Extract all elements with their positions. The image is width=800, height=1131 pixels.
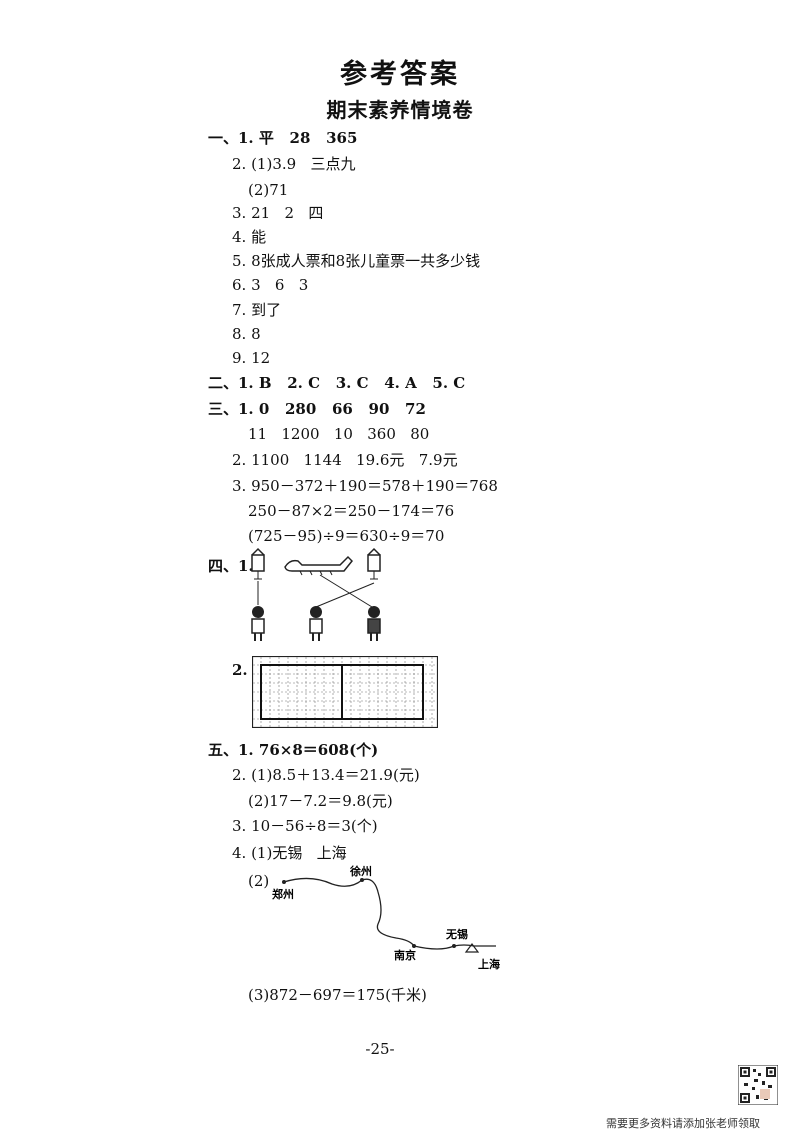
answer-line: 250－87×2＝250－174＝76 — [248, 502, 455, 520]
answer-line: 5. 8张成人票和8张儿童票一共多少钱 — [232, 252, 481, 270]
city-label-zhengzhou: 郑州 — [272, 887, 294, 901]
answer-line: 8. 8 — [232, 325, 261, 343]
answer-line: 三、1. 0 280 66 90 72 — [208, 400, 426, 418]
answer-line: 二、1. B 2. C 3. C 4. A 5. C — [208, 374, 466, 392]
answer-line: (2)17－7.2＝9.8(元) — [248, 792, 393, 810]
answer-line: 7. 到了 — [232, 301, 282, 319]
page-title: 参考答案 — [340, 59, 460, 90]
child-icon-2 — [309, 606, 323, 641]
route-map: 郑州 徐州 南京 无锡 上海 — [272, 864, 500, 971]
answer-line: 4. 能 — [232, 228, 267, 246]
xuzhou-marker — [360, 878, 364, 882]
lantern-icon-right — [367, 547, 381, 580]
answer-line: (2) — [248, 872, 270, 890]
answer-line: 3. 21 2 四 — [232, 204, 324, 222]
answer-line: 2. (1)3.9 三点九 — [232, 155, 356, 173]
answer-line: 2. — [232, 661, 248, 679]
answer-line: 11 1200 10 360 80 — [248, 425, 430, 443]
wuxi-marker — [452, 944, 456, 948]
child-icon-3 — [367, 606, 381, 641]
page-number: -25- — [365, 1040, 395, 1058]
lantern-icon-left — [251, 547, 265, 580]
grid-drawing — [252, 656, 438, 728]
answer-line: 9. 12 — [232, 349, 271, 367]
dragon-boat-icon — [284, 555, 354, 576]
qr-code-icon — [738, 1065, 778, 1105]
answer-line: 3. 10－56÷8＝3(个) — [232, 817, 378, 835]
answer-line: (3)872－697＝175(千米) — [248, 986, 427, 1004]
answer-line: 6. 3 6 3 — [232, 276, 309, 294]
answer-line: 五、1. 76×8＝608(个) — [208, 741, 379, 759]
page-subtitle: 期末素养情境卷 — [326, 98, 474, 122]
answer-line: 4. (1)无锡 上海 — [232, 844, 347, 862]
city-label-nanjing: 南京 — [394, 948, 416, 962]
footer-note: 需要更多资料请添加张老师领取 — [606, 1117, 760, 1130]
shanghai-marker — [464, 943, 480, 953]
answer-line: 四、1. — [208, 557, 254, 575]
answer-line: (725－95)÷9＝630÷9＝70 — [248, 527, 445, 545]
answer-line: 2. 1100 1144 19.6元 7.9元 — [232, 451, 458, 469]
answer-line: (2)71 — [248, 181, 289, 199]
nanjing-marker — [412, 944, 416, 948]
city-label-shanghai: 上海 — [478, 957, 500, 971]
drawn-rectangle — [341, 664, 424, 720]
city-label-wuxi: 无锡 — [445, 927, 468, 941]
answer-line: 一、1. 平 28 365 — [208, 129, 358, 147]
child-icon-1 — [251, 606, 265, 641]
answer-line: 2. (1)8.5＋13.4＝21.9(元) — [232, 766, 420, 784]
matching-diagram — [251, 547, 381, 641]
city-label-xuzhou: 徐州 — [349, 864, 372, 878]
answer-line: 3. 950－372＋190＝578＋190＝768 — [232, 477, 498, 495]
zhengzhou-marker — [282, 880, 286, 884]
